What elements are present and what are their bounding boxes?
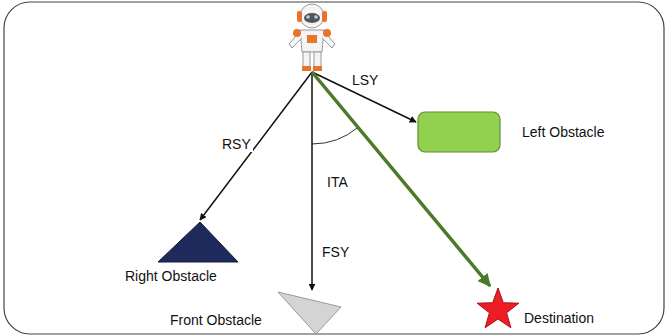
sensor-label: RSY: [220, 136, 253, 152]
angle-arc: [312, 127, 358, 144]
sensor-arrow: [200, 72, 312, 220]
robot-figure-shape: [283, 2, 341, 72]
sensor-arrow: [311, 72, 313, 290]
obstacle-label: Front Obstacle: [170, 312, 262, 328]
sensor-arrow: [312, 72, 416, 122]
sensor-label: FSY: [320, 244, 351, 260]
obstacle-label: Left Obstacle: [522, 124, 605, 140]
obstacle-label: Destination: [524, 310, 594, 326]
obstacle-label: Right Obstacle: [125, 268, 217, 284]
frame-border: [4, 2, 664, 334]
sensor-label: LSY: [350, 72, 380, 88]
front-obstacle: Front Obstacle: [170, 290, 345, 334]
destination-star: Destination: [474, 286, 609, 332]
right-obstacle: Right Obstacle: [125, 220, 275, 286]
angle-label: ITA: [325, 174, 350, 190]
robot-figure: [283, 2, 341, 72]
target-arrow: [312, 72, 490, 286]
left-obstacle: Left Obstacle: [416, 110, 611, 155]
